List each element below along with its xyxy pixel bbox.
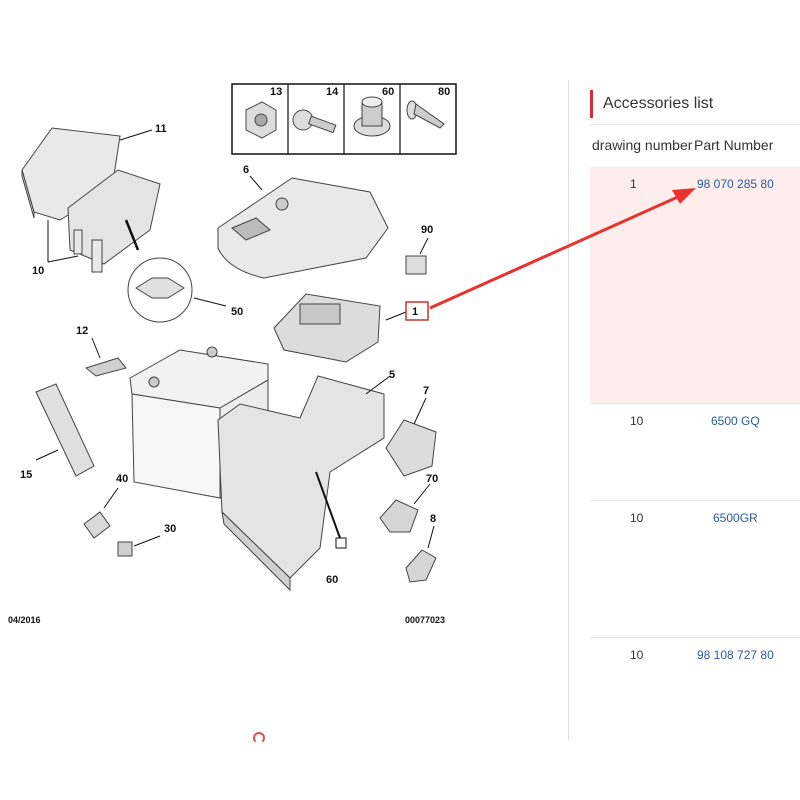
row-drawing-number: 10 [630,414,644,428]
callout-60-bottom: 60 [326,574,338,586]
callout-90: 90 [421,224,433,236]
cover-6-drawing: 6 [217,164,389,279]
row-part-number-link[interactable]: 98 108 727 80 [697,648,774,662]
callout-12: 12 [76,325,88,337]
connector-70-drawing: 70 [379,473,438,533]
callout-5: 5 [389,369,395,381]
grommet-icon [353,96,391,137]
callout-11: 11 [155,123,167,135]
diagram-date: 04/2016 [8,615,41,625]
row-part-number-link[interactable]: 98 070 285 80 [697,177,774,191]
callout-30: 30 [164,523,176,535]
loading-spinner-icon [253,732,265,744]
fuse-30-drawing: 30 [117,523,176,557]
diagram-code: 00077023 [405,615,446,625]
flange-nut-icon [245,101,277,139]
fuse-box-1-drawing: 1 [273,293,429,363]
callout-13: 13 [270,86,282,98]
callout-8: 8 [430,513,436,525]
connector-8-drawing: 8 [405,513,437,583]
callout-15: 15 [20,469,32,481]
table-row[interactable]: 10 6500GR [590,501,800,638]
row-drawing-number: 10 [630,511,644,525]
fuse-40-drawing: 40 [83,473,128,539]
callout-40: 40 [116,473,128,485]
fuse-strip-15-drawing: 15 [20,383,95,481]
hardware-box: 13 14 60 80 [231,83,457,155]
screw-icon [292,109,337,134]
table-header: drawing number Part Number [590,124,800,168]
row-drawing-number: 10 [630,648,644,662]
panel-title: Accessories list [590,90,800,118]
rivet-icon [406,100,445,129]
accessories-panel: Accessories list drawing number Part Num… [590,84,800,744]
table-row[interactable]: 1 98 070 285 80 [590,167,800,404]
callout-10: 10 [32,265,44,277]
clip-12-drawing: 12 [76,325,127,377]
exploded-view-drawing: 13 14 60 80 11 10 50 [20,83,457,592]
relay-90-drawing: 90 [405,224,433,275]
callout-1: 1 [412,306,418,318]
callout-50: 50 [231,306,243,318]
fuse-holder-10-drawing: 10 [32,169,161,277]
parts-diagram: 13 14 60 80 11 10 50 [0,80,470,640]
column-part-number: Part Number [694,137,774,153]
panel-divider [568,80,569,740]
row-part-number-link[interactable]: 6500 GQ [711,414,760,428]
row-part-number-link[interactable]: 6500GR [713,511,758,525]
callout-60-top: 60 [382,86,394,98]
callout-14: 14 [326,86,339,98]
callout-6: 6 [243,164,249,176]
column-drawing-number: drawing number [592,137,693,153]
battery-tray-5-drawing: 5 60 [217,369,395,592]
table-row[interactable]: 10 98 108 727 80 [590,638,800,738]
callout-70: 70 [426,473,438,485]
row-drawing-number: 1 [630,177,637,191]
module-7-drawing: 7 [385,385,437,477]
table-row[interactable]: 10 6500 GQ [590,404,800,501]
fuse-link-50-drawing: 50 [124,219,243,323]
callout-7: 7 [423,385,429,397]
callout-80: 80 [438,86,450,98]
